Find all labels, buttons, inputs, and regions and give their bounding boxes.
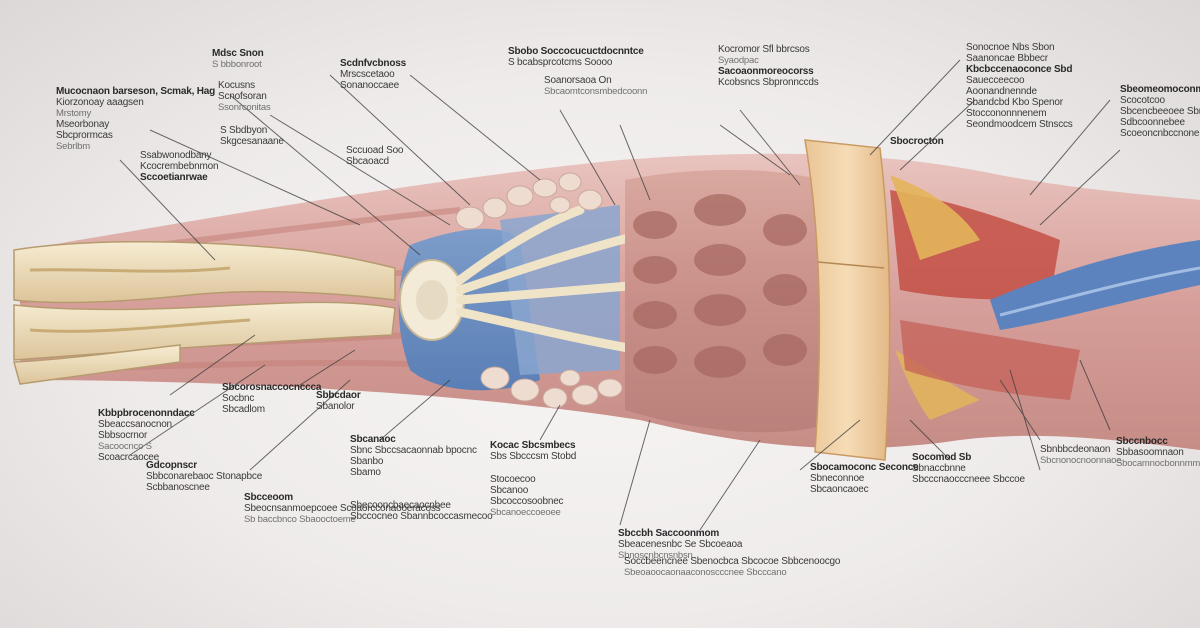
label-11: Sbocrocton xyxy=(890,136,944,147)
label-24: Soccbeencnee Sbenocbca Sbcocoe Sbbcenooc… xyxy=(624,556,841,578)
tendons-fan xyxy=(455,205,645,355)
label-12: SbeomeomoconmonnScocotcooSbcencbeeoee Sb… xyxy=(1120,84,1200,139)
leader-lines xyxy=(119,59,1121,531)
right-blue-tendon xyxy=(990,240,1200,330)
right-fat-yellow xyxy=(890,175,980,260)
bone-bundle xyxy=(13,240,396,385)
carpal-bones xyxy=(455,172,623,409)
right-muscle-lower xyxy=(900,320,1080,400)
tunnel-ridges xyxy=(633,194,807,378)
retinaculum-band xyxy=(804,139,891,461)
